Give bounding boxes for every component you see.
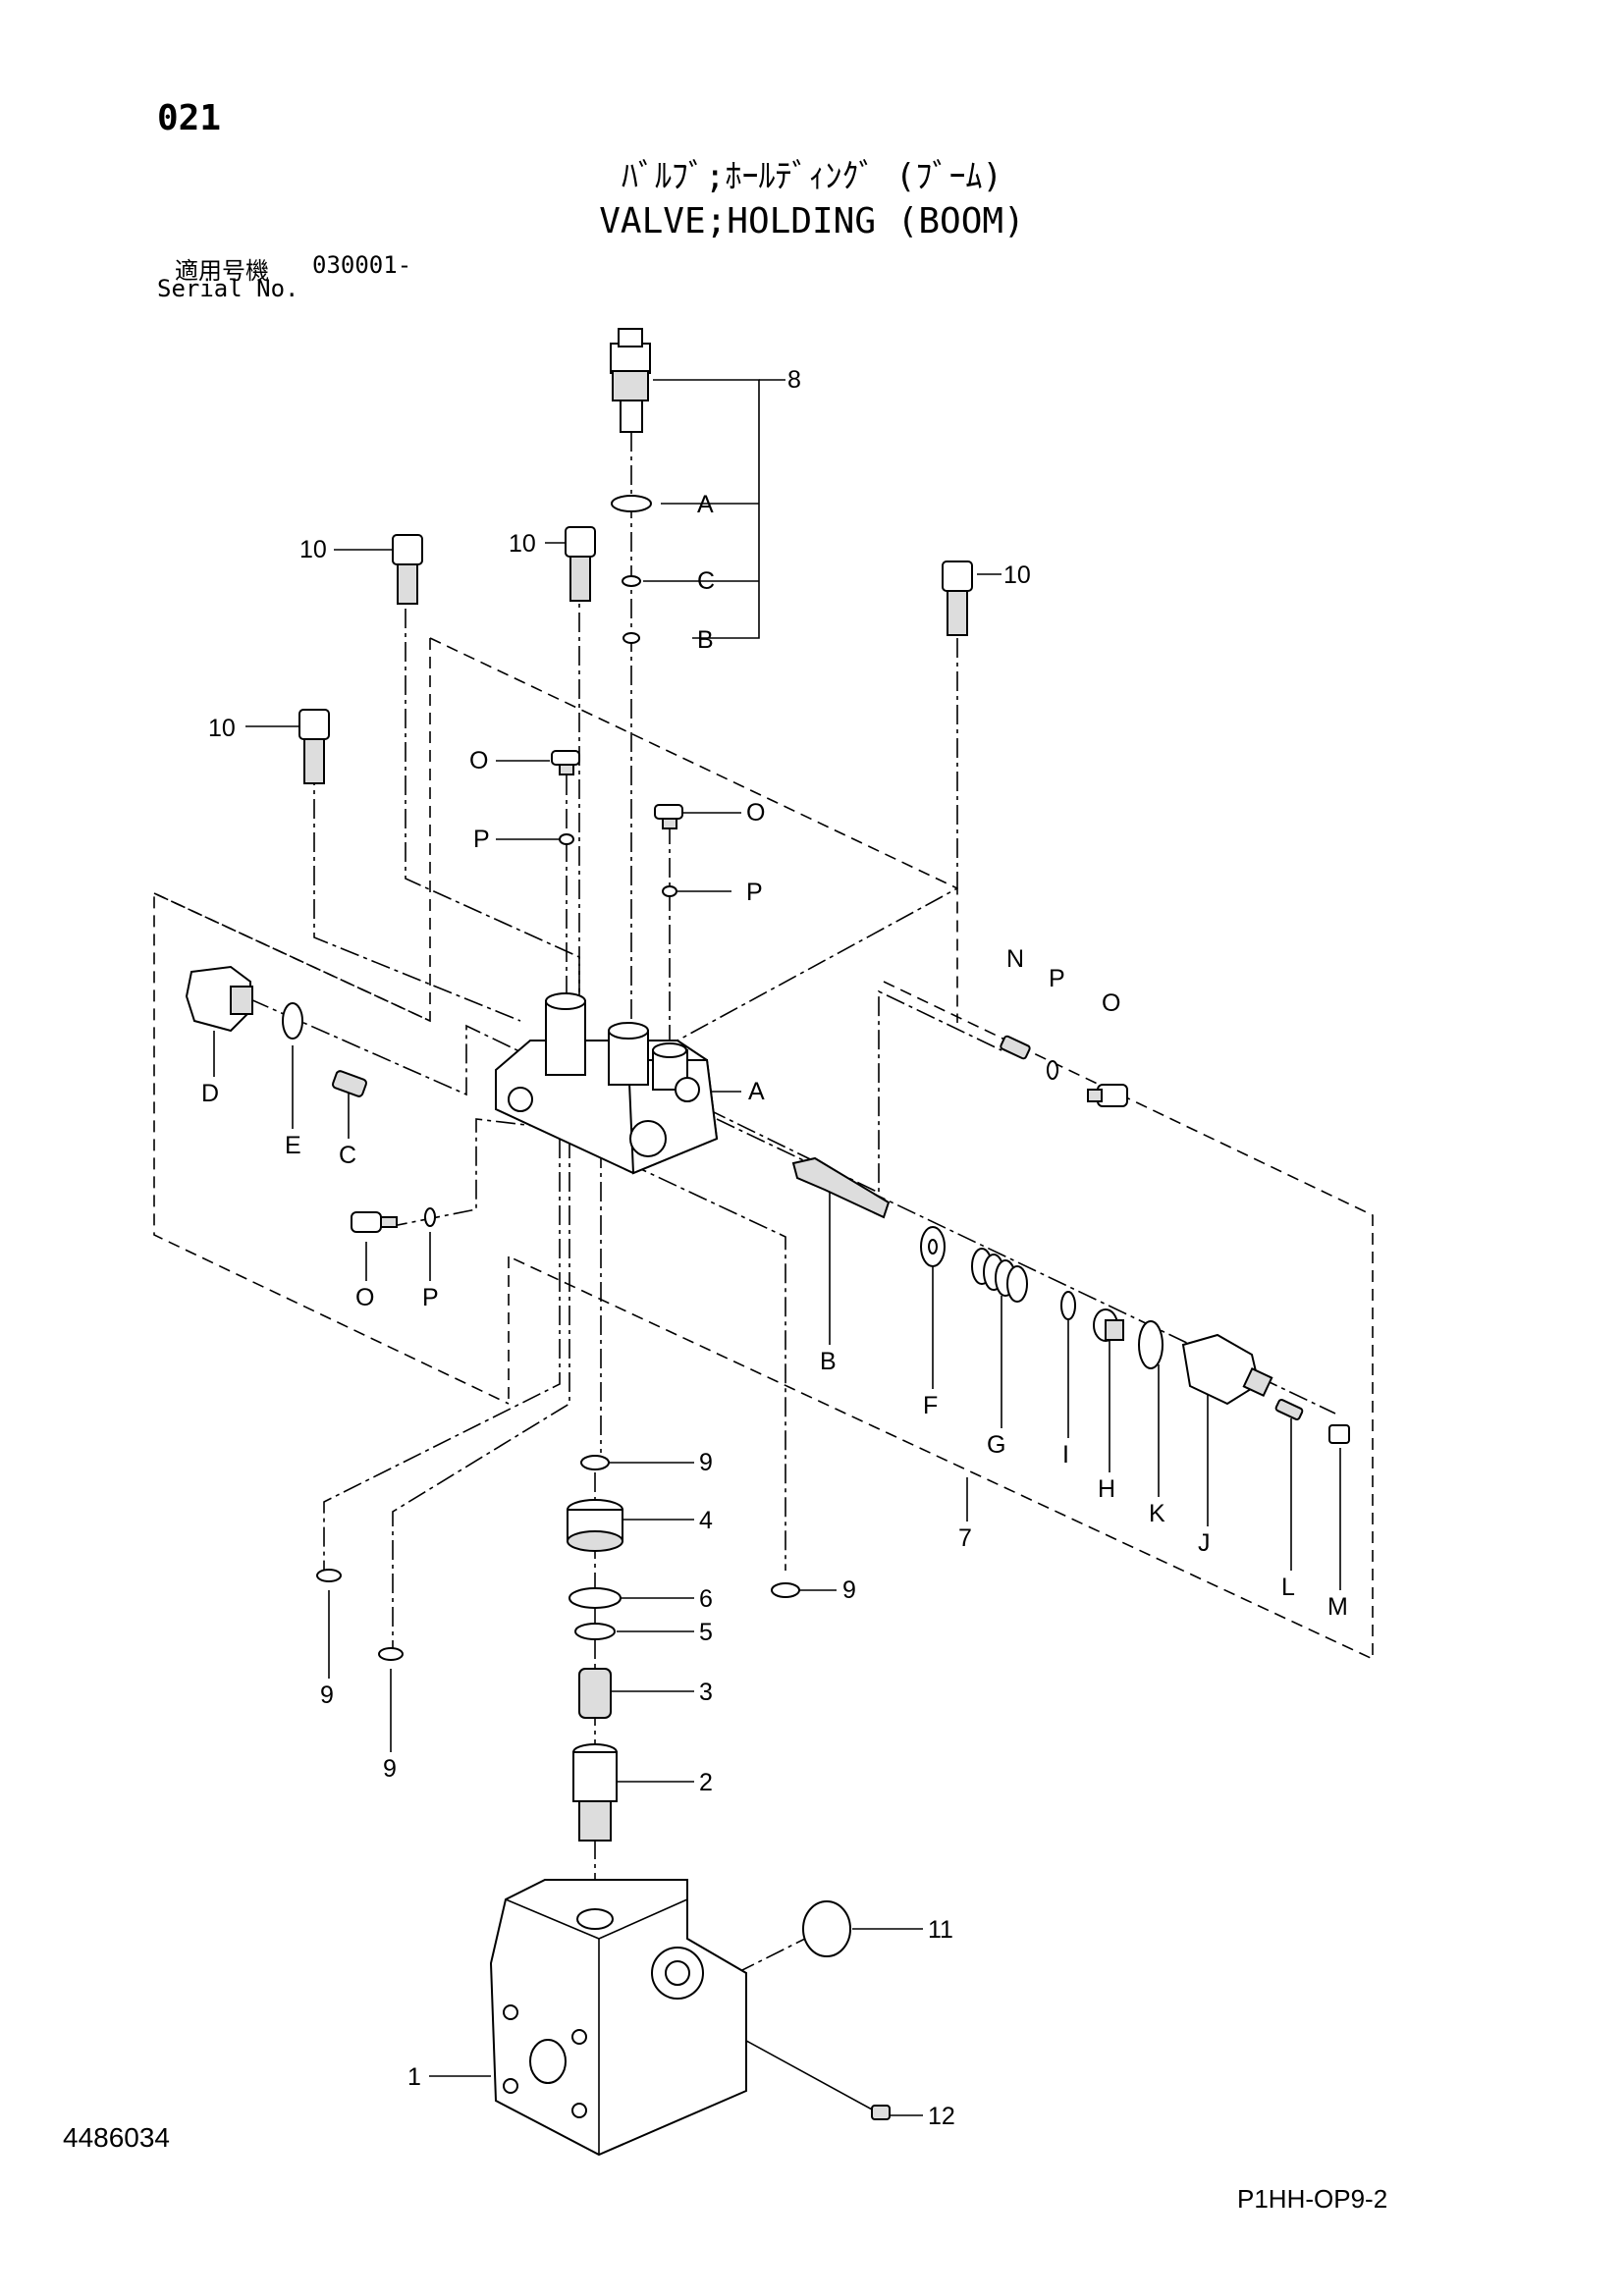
serial-number-range: 030001-: [312, 251, 412, 279]
part-C-plug: [332, 1070, 367, 1097]
part-N-plug: [1000, 1035, 1031, 1060]
callout-F: F: [923, 1392, 938, 1419]
part-6-ring: [568, 1587, 622, 1609]
part-2-poppet: [572, 1743, 618, 1842]
leader-lines: [213, 379, 1341, 2116]
serial-label-japanese: 適用号機: [175, 257, 269, 285]
part-4-piston: [567, 1499, 623, 1552]
callout-I: I: [1062, 1441, 1069, 1468]
part-I-ring: [1060, 1291, 1076, 1320]
callout-4: 4: [699, 1507, 713, 1534]
callout-10-b: 10: [509, 530, 536, 558]
title-japanese: ﾊﾞﾙﾌﾞ;ﾎｰﾙﾃﾞｨﾝｸﾞ (ﾌﾞｰﾑ): [622, 157, 1002, 196]
part-9-ring-left-1: [316, 1569, 342, 1582]
part-P-ring-4: [1047, 1060, 1058, 1080]
callout-G: G: [987, 1431, 1005, 1459]
part-9-ring-right: [771, 1582, 800, 1598]
callout-7: 7: [958, 1524, 972, 1552]
part-O-plug-1: [551, 750, 580, 775]
part-M-nut: [1328, 1424, 1350, 1444]
part-F-washer: [920, 1226, 946, 1267]
callout-N: N: [1006, 945, 1024, 973]
callout-8: 8: [787, 366, 801, 394]
callout-9-center: 9: [699, 1449, 713, 1476]
part-P-ring-3: [424, 1207, 436, 1227]
callout-10-c: 10: [1003, 561, 1031, 589]
callout-C-2: C: [339, 1142, 356, 1169]
part-B-spool: [791, 1156, 891, 1219]
callout-9-left-1: 9: [320, 1682, 334, 1709]
part-5-ring: [574, 1623, 616, 1640]
callout-O-2: O: [746, 799, 765, 827]
part-A-oring: [611, 495, 652, 512]
callout-9-right: 9: [842, 1576, 856, 1604]
callout-12: 12: [928, 2103, 955, 2130]
part-9-ring-left-2: [378, 1647, 404, 1661]
part-P-ring-1: [559, 833, 574, 845]
part-O-plug-4: [1087, 1084, 1128, 1107]
part-L-screw: [1274, 1399, 1304, 1420]
callout-10-a: 10: [299, 536, 327, 563]
callout-10-d: 10: [208, 715, 236, 742]
part-10-bolt-4: [298, 709, 330, 784]
callout-P-4: P: [1049, 965, 1065, 992]
callout-O-3: O: [355, 1284, 374, 1311]
title-english: VALVE;HOLDING (BOOM): [599, 201, 1025, 241]
part-1-valve-body: [489, 1879, 747, 2157]
part-E-oring: [282, 1002, 303, 1040]
callout-6: 6: [699, 1585, 713, 1613]
callout-L: L: [1281, 1574, 1295, 1601]
callout-P-2: P: [746, 879, 763, 906]
callout-B-2: B: [820, 1348, 837, 1375]
callout-labels: 8 A C B 10 10 10 10 O P O P N P O A D E …: [201, 366, 1348, 2130]
valve-block-assembly: [495, 992, 719, 1175]
callout-C-1: C: [697, 567, 715, 595]
page-number: 021: [157, 98, 222, 138]
document-number: 4486034: [63, 2122, 171, 2153]
callout-5: 5: [699, 1619, 713, 1646]
callout-2: 2: [699, 1769, 713, 1796]
callout-11: 11: [928, 1916, 953, 1944]
part-D-plug: [185, 965, 253, 1033]
callout-D: D: [201, 1080, 219, 1107]
callout-O-4: O: [1102, 989, 1120, 1017]
part-9-ring-center: [580, 1455, 610, 1470]
callout-3: 3: [699, 1679, 713, 1706]
part-K-oring: [1138, 1320, 1164, 1369]
callout-A-2: A: [748, 1078, 765, 1105]
part-11-oring: [802, 1900, 851, 1957]
part-C-ring: [622, 575, 641, 587]
serial-label-english: Serial No.: [157, 275, 299, 302]
callout-P-1: P: [473, 826, 490, 853]
callout-1: 1: [407, 2063, 421, 2091]
callout-B-1: B: [697, 626, 714, 654]
part-J-cap: [1181, 1333, 1273, 1406]
callout-K: K: [1149, 1500, 1165, 1527]
callout-M: M: [1327, 1593, 1348, 1621]
part-3-spring: [578, 1668, 612, 1719]
callout-O-1: O: [469, 747, 488, 774]
part-12-plug: [871, 2105, 891, 2120]
part-O-plug-2: [654, 804, 683, 829]
callout-A-1: A: [697, 491, 714, 518]
part-O-plug-3: [351, 1211, 398, 1233]
callout-E: E: [285, 1132, 301, 1159]
part-10-bolt-3: [942, 561, 973, 636]
part-G-spring: [971, 1248, 1028, 1303]
page-code: P1HH-OP9-2: [1237, 2184, 1388, 2214]
part-10-bolt-2: [565, 526, 596, 602]
part-8-relief-valve: [610, 328, 651, 433]
part-10-bolt-1: [392, 534, 423, 605]
callout-J: J: [1198, 1529, 1211, 1557]
part-B-ring: [623, 632, 640, 644]
part-H-plug: [1093, 1308, 1124, 1342]
callout-P-3: P: [422, 1284, 439, 1311]
callout-9-left-2: 9: [383, 1755, 397, 1783]
part-P-ring-2: [662, 885, 677, 897]
callout-H: H: [1098, 1475, 1115, 1503]
